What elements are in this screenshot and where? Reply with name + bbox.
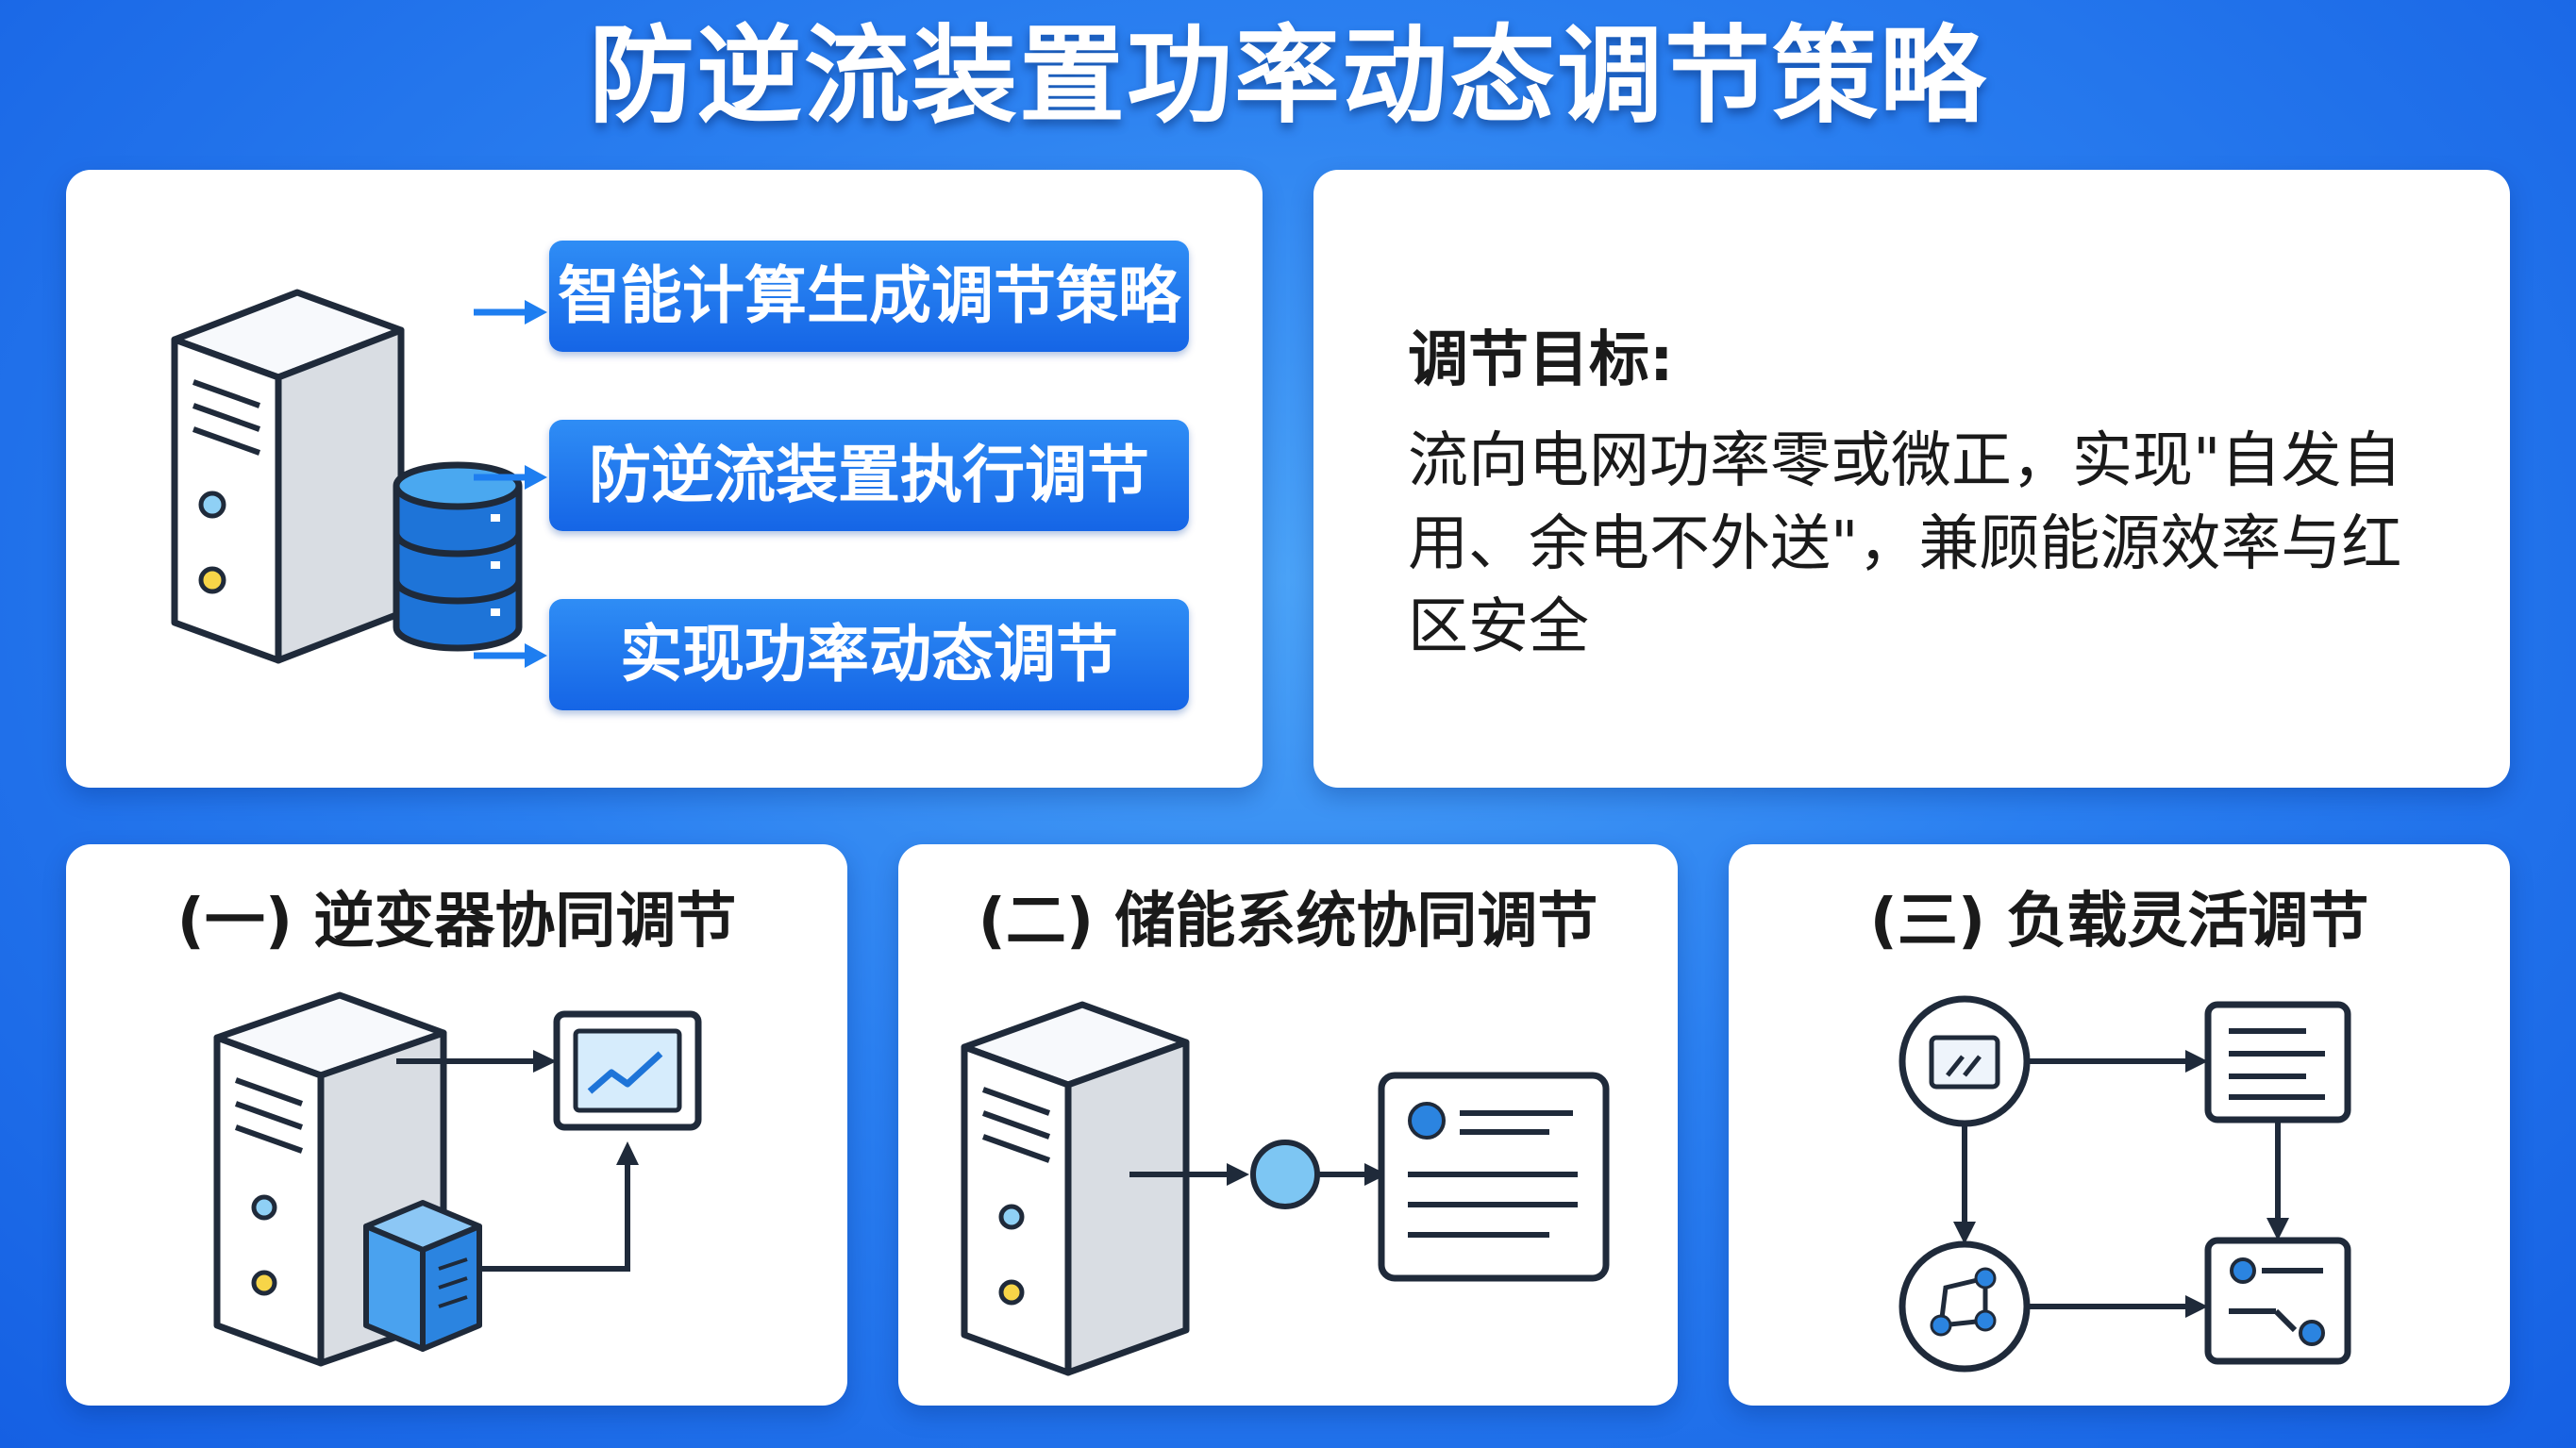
strategy-card: 智能计算生成调节策略 防逆流装置执行调节 实现功率动态调节 — [66, 170, 1263, 788]
server-database-icon — [171, 289, 523, 664]
inverter-card: (一) 逆变器协同调节 — [66, 844, 847, 1406]
page-title: 防逆流装置功率动态调节策略 — [589, 15, 1987, 138]
inverter-diagram — [213, 991, 702, 1367]
storage-title: (二) 储能系统协同调节 — [978, 887, 1598, 957]
storage-diagram — [961, 1001, 1610, 1376]
step-3-button[interactable]: 实现功率动态调节 — [549, 599, 1189, 710]
arrow-right-icon — [474, 465, 547, 490]
arrow-right-icon — [474, 643, 547, 668]
load-title: (三) 负载灵活调节 — [1869, 887, 2369, 957]
goal-card: 调节目标: 流向电网功率零或微正，实现"自发自用、余电不外送"，兼顾能源效率与红… — [1313, 170, 2510, 788]
goal-text: 流向电网功率零或微正，实现"自发自用、余电不外送"，兼顾能源效率与红区安全 — [1408, 426, 2402, 662]
step-1-button[interactable]: 智能计算生成调节策略 — [549, 241, 1189, 352]
storage-card: (二) 储能系统协同调节 — [898, 844, 1678, 1406]
goal-heading: 调节目标: — [1408, 325, 1674, 395]
load-card: (三) 负载灵活调节 — [1729, 844, 2510, 1406]
step-2-button[interactable]: 防逆流装置执行调节 — [549, 420, 1189, 531]
inverter-title: (一) 逆变器协同调节 — [176, 887, 737, 957]
load-diagram — [1899, 995, 2351, 1373]
arrow-right-icon — [474, 300, 547, 325]
